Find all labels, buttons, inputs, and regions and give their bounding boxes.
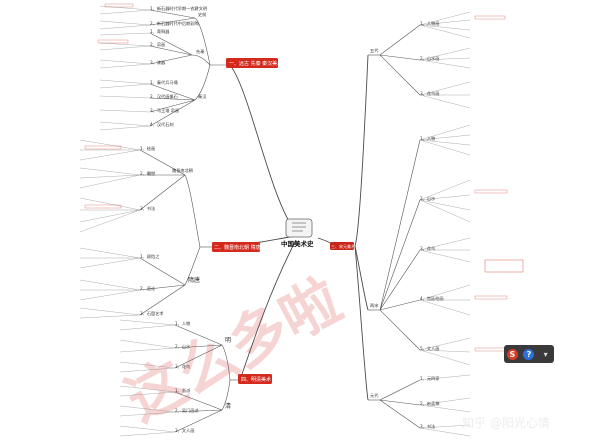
left-item: 2、画论 bbox=[140, 285, 156, 292]
right-item: 1、元四家 bbox=[420, 375, 440, 382]
period-qing: 清 bbox=[225, 402, 231, 410]
period-xianqin: 先秦 bbox=[196, 48, 205, 55]
left-item: 1、新石器时代早期一农耕文明 bbox=[150, 5, 207, 12]
chevron-down-icon[interactable]: ▾ bbox=[543, 349, 548, 359]
left-item: 2、吴门画派 bbox=[175, 407, 199, 414]
left-item: 3、花鸟 bbox=[175, 363, 190, 370]
period-qinhan: 秦汉 bbox=[198, 93, 207, 100]
left-item: 2、帛画 bbox=[150, 41, 165, 48]
branch-badge-4 bbox=[330, 242, 354, 250]
left-tree-lines bbox=[139, 9, 240, 433]
left-item: 3、书法 bbox=[140, 205, 155, 212]
left-item: 1、顾恺之 bbox=[140, 253, 160, 260]
period-labels: 史前 先秦 秦汉 魏晋南北朝 隋唐 明 清 五代 两宋 元代 bbox=[172, 11, 379, 410]
left-item: 2、汉代画像石 bbox=[150, 93, 178, 100]
branch-label-1: 一、远古 先秦 秦汉美术 bbox=[229, 60, 282, 67]
period-suitang: 隋唐 bbox=[188, 276, 200, 284]
left-item: 2、山水 bbox=[175, 343, 191, 350]
period-wudai: 五代 bbox=[370, 47, 379, 54]
branch-badge-2 bbox=[212, 242, 260, 252]
right-item: 1、人物 bbox=[420, 135, 435, 142]
center-title: 中国美术史 bbox=[281, 239, 314, 248]
left-item: 3、石窟艺术 bbox=[140, 310, 164, 317]
right-item: 2、山水画 bbox=[420, 55, 439, 62]
book-icon bbox=[285, 218, 313, 238]
period-yuandai: 元代 bbox=[370, 392, 379, 399]
right-item: 1、人物画 bbox=[420, 20, 439, 27]
red-highlights bbox=[84, 3, 524, 352]
right-tree-lines bbox=[368, 24, 421, 429]
period-shiqian: 史前 bbox=[198, 11, 206, 18]
right-items: 1、人物画 2、山水画 3、花鸟画 1、人物 2、山水 3、花鸟 4、宫廷绘画 … bbox=[420, 20, 444, 430]
branch-label-3: 四、明清美术 bbox=[241, 376, 271, 383]
left-item: 2、新石器时代中后期彩陶 bbox=[150, 20, 199, 27]
sogou-icon[interactable]: S bbox=[506, 348, 518, 360]
center-node: 中国美术史 bbox=[281, 218, 314, 248]
right-item: 3、花鸟 bbox=[420, 245, 435, 252]
left-item: 3、文人画 bbox=[175, 427, 194, 434]
branch-badges: 一、远古 先秦 秦汉美术 二、魏晋南北朝 隋唐美术 四、明清美术 三、宋元美术 bbox=[212, 58, 355, 384]
left-item: 1、青铜器 bbox=[150, 28, 170, 35]
left-item: 4、汉代石刻 bbox=[150, 121, 174, 128]
right-item: 4、宫廷绘画 bbox=[420, 295, 444, 302]
right-item: 3、花鸟画 bbox=[420, 90, 439, 97]
branch-label-4: 三、宋元美术 bbox=[331, 243, 355, 249]
left-item: 1、人物 bbox=[175, 320, 190, 327]
ime-toolbar[interactable]: S ? ▾ bbox=[504, 345, 554, 363]
branch-badge-1 bbox=[226, 58, 278, 68]
branch-label-2: 二、魏晋南北朝 隋唐美术 bbox=[214, 244, 271, 251]
period-liangsong: 两宋 bbox=[370, 302, 379, 309]
book-icon-lines bbox=[292, 222, 306, 232]
left-item: 1、绘画 bbox=[140, 145, 155, 152]
right-detail-lines bbox=[419, 11, 471, 437]
left-item: 1、秦代兵马俑 bbox=[150, 79, 178, 86]
right-item: 3、书法 bbox=[420, 423, 435, 430]
period-weijin: 魏晋南北朝 bbox=[172, 167, 193, 174]
left-item: 3、漆器 bbox=[150, 59, 166, 66]
period-ming: 明 bbox=[225, 337, 231, 344]
left-item: 3、马王堆 帛画 bbox=[150, 107, 179, 114]
branch-badge-3 bbox=[238, 374, 272, 384]
left-item: 2、雕塑 bbox=[140, 170, 155, 177]
credit-watermark: 知乎 @阳光心情 bbox=[462, 416, 550, 430]
right-item: 2、山水 bbox=[420, 195, 436, 202]
right-item: 5、文人画 bbox=[420, 345, 439, 352]
help-icon[interactable]: ? bbox=[523, 348, 535, 360]
left-items: 1、新石器时代早期一农耕文明 2、新石器时代中后期彩陶 1、青铜器 2、帛画 3… bbox=[140, 5, 207, 434]
right-item: 2、赵孟頫 bbox=[420, 400, 440, 407]
left-detail-lines bbox=[79, 5, 176, 437]
left-item: 1、浙派 bbox=[175, 387, 191, 394]
